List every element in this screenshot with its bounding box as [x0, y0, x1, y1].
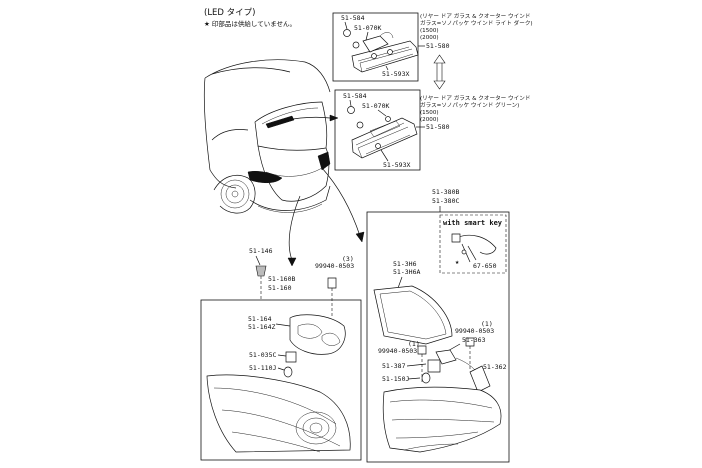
- right-label-qty-1b: (1): [408, 340, 420, 348]
- left-label-99940-0503: 99940-0503: [315, 262, 354, 270]
- right-label-51-380C: 51-380C: [432, 197, 459, 205]
- right-label-99940-0503-a: 99940-0503: [455, 327, 494, 335]
- left-label-qty-3: (3): [342, 255, 354, 263]
- lower-label-51-584: 51-584: [343, 92, 367, 100]
- right-tail-lamp-assembly: 51-380B 51-380C with smart key ★ 67-650 …: [366, 188, 510, 463]
- left-tail-lamp-assembly: 51-146 51-160B 51-160 (3) 99940-0503 51-…: [200, 247, 362, 461]
- upper-screw-2: [352, 41, 360, 49]
- left-label-51-164Z: 51-164Z: [248, 323, 275, 331]
- lower-desc-line4: (2000): [420, 117, 439, 123]
- left-label-51-160B: 51-160B: [268, 275, 295, 283]
- lower-desc-line2: ガラス=ソノパッケ ウインド グリーン): [420, 101, 519, 109]
- lower-variant-group: 51-584 51-070K 51-580 51-593X (リヤー ドア ガラ…: [334, 89, 530, 171]
- left-assembly-box: [200, 299, 362, 461]
- upper-label-51-580: 51-580: [426, 42, 450, 50]
- right-label-51-387: 51-387: [382, 362, 406, 370]
- smart-key-connector: [451, 233, 461, 243]
- right-label-51-363: 51-363: [462, 336, 486, 344]
- page-title: (LED タイプ): [204, 8, 256, 18]
- upper-variant-box: [332, 12, 419, 82]
- lower-high-mount-lamp: [351, 117, 418, 159]
- car-tail-lamp-right: [317, 151, 331, 171]
- right-label-51-362: 51-362: [483, 363, 507, 371]
- car-high-mount-lamp: [265, 115, 295, 129]
- right-label-51-150J: 51-150J: [382, 375, 409, 383]
- right-label-51-3H6A: 51-3H6A: [393, 268, 420, 276]
- upper-desc-line4: (2000): [420, 35, 439, 41]
- car-rear-wheel: [220, 179, 250, 209]
- left-lamp-reflector: [295, 411, 337, 445]
- upper-desc-line1: (リヤー ドア ガラス & クオーター ウインド: [420, 12, 530, 20]
- socket-51-387: [427, 359, 441, 373]
- variant-alternate-arrow: [433, 54, 446, 90]
- nut-right-a: [465, 337, 475, 347]
- lower-screw-2: [356, 121, 364, 129]
- right-label-99940-0503-b: 99940-0503: [378, 347, 417, 355]
- left-label-51-146: 51-146: [249, 247, 273, 255]
- lower-label-51-070K: 51-070K: [362, 102, 389, 110]
- right-assembly-box: [366, 211, 510, 463]
- car-tail-lamp-left: [247, 171, 283, 183]
- right-label-51-3H6: 51-3H6: [393, 260, 417, 268]
- smart-key-title: with smart key: [443, 219, 503, 227]
- lower-label-51-593X: 51-593X: [383, 161, 410, 169]
- smart-key-label-67-650: 67-650: [473, 262, 497, 270]
- upper-desc-line2: ガラス=ソノパッケ ウインド ライト ダーク): [420, 19, 533, 27]
- lower-variant-box: [334, 89, 421, 171]
- upper-harness: [362, 35, 389, 53]
- upper-label-51-584: 51-584: [341, 14, 365, 22]
- gasket-51-3H6: [373, 285, 453, 345]
- left-label-51-110J: 51-110J: [249, 364, 276, 372]
- gasket-51-164: [289, 314, 346, 355]
- left-label-51-160: 51-160: [268, 284, 292, 292]
- nut-right-b: [417, 345, 427, 355]
- vehicle-rear-sketch: [203, 59, 365, 267]
- bulb-51-150J: [421, 372, 431, 384]
- smart-key-inset: [439, 214, 507, 274]
- clip-51-146: [255, 265, 267, 277]
- lower-screw-1: [347, 106, 355, 114]
- right-label-51-380B: 51-380B: [432, 188, 459, 196]
- nut-99940-0503: [327, 277, 337, 289]
- bulb-51-110J: [283, 366, 293, 378]
- lower-desc-line3: (1500): [420, 110, 439, 116]
- lower-desc-line1: (リヤー ドア ガラス & クオーター ウインド: [420, 94, 530, 102]
- upper-desc-line3: (1500): [420, 28, 439, 34]
- upper-variant-group: 51-584 51-070K 51-580 51-593X (リヤー ドア ガラ…: [332, 12, 533, 82]
- lower-label-51-580: 51-580: [426, 123, 450, 131]
- left-label-51-164: 51-164: [248, 315, 272, 323]
- upper-label-51-593X: 51-593X: [382, 70, 409, 78]
- upper-screw-1: [343, 29, 351, 37]
- right-label-qty-1a: (1): [481, 320, 493, 328]
- smart-key-star: ★: [455, 258, 460, 266]
- bracket-51-362: [469, 365, 491, 393]
- page-note: ★ 印部品は供給していません。: [204, 19, 296, 28]
- upper-label-51-070K: 51-070K: [354, 24, 381, 32]
- left-label-51-035C: 51-035C: [249, 351, 276, 359]
- socket-51-035C: [285, 351, 297, 363]
